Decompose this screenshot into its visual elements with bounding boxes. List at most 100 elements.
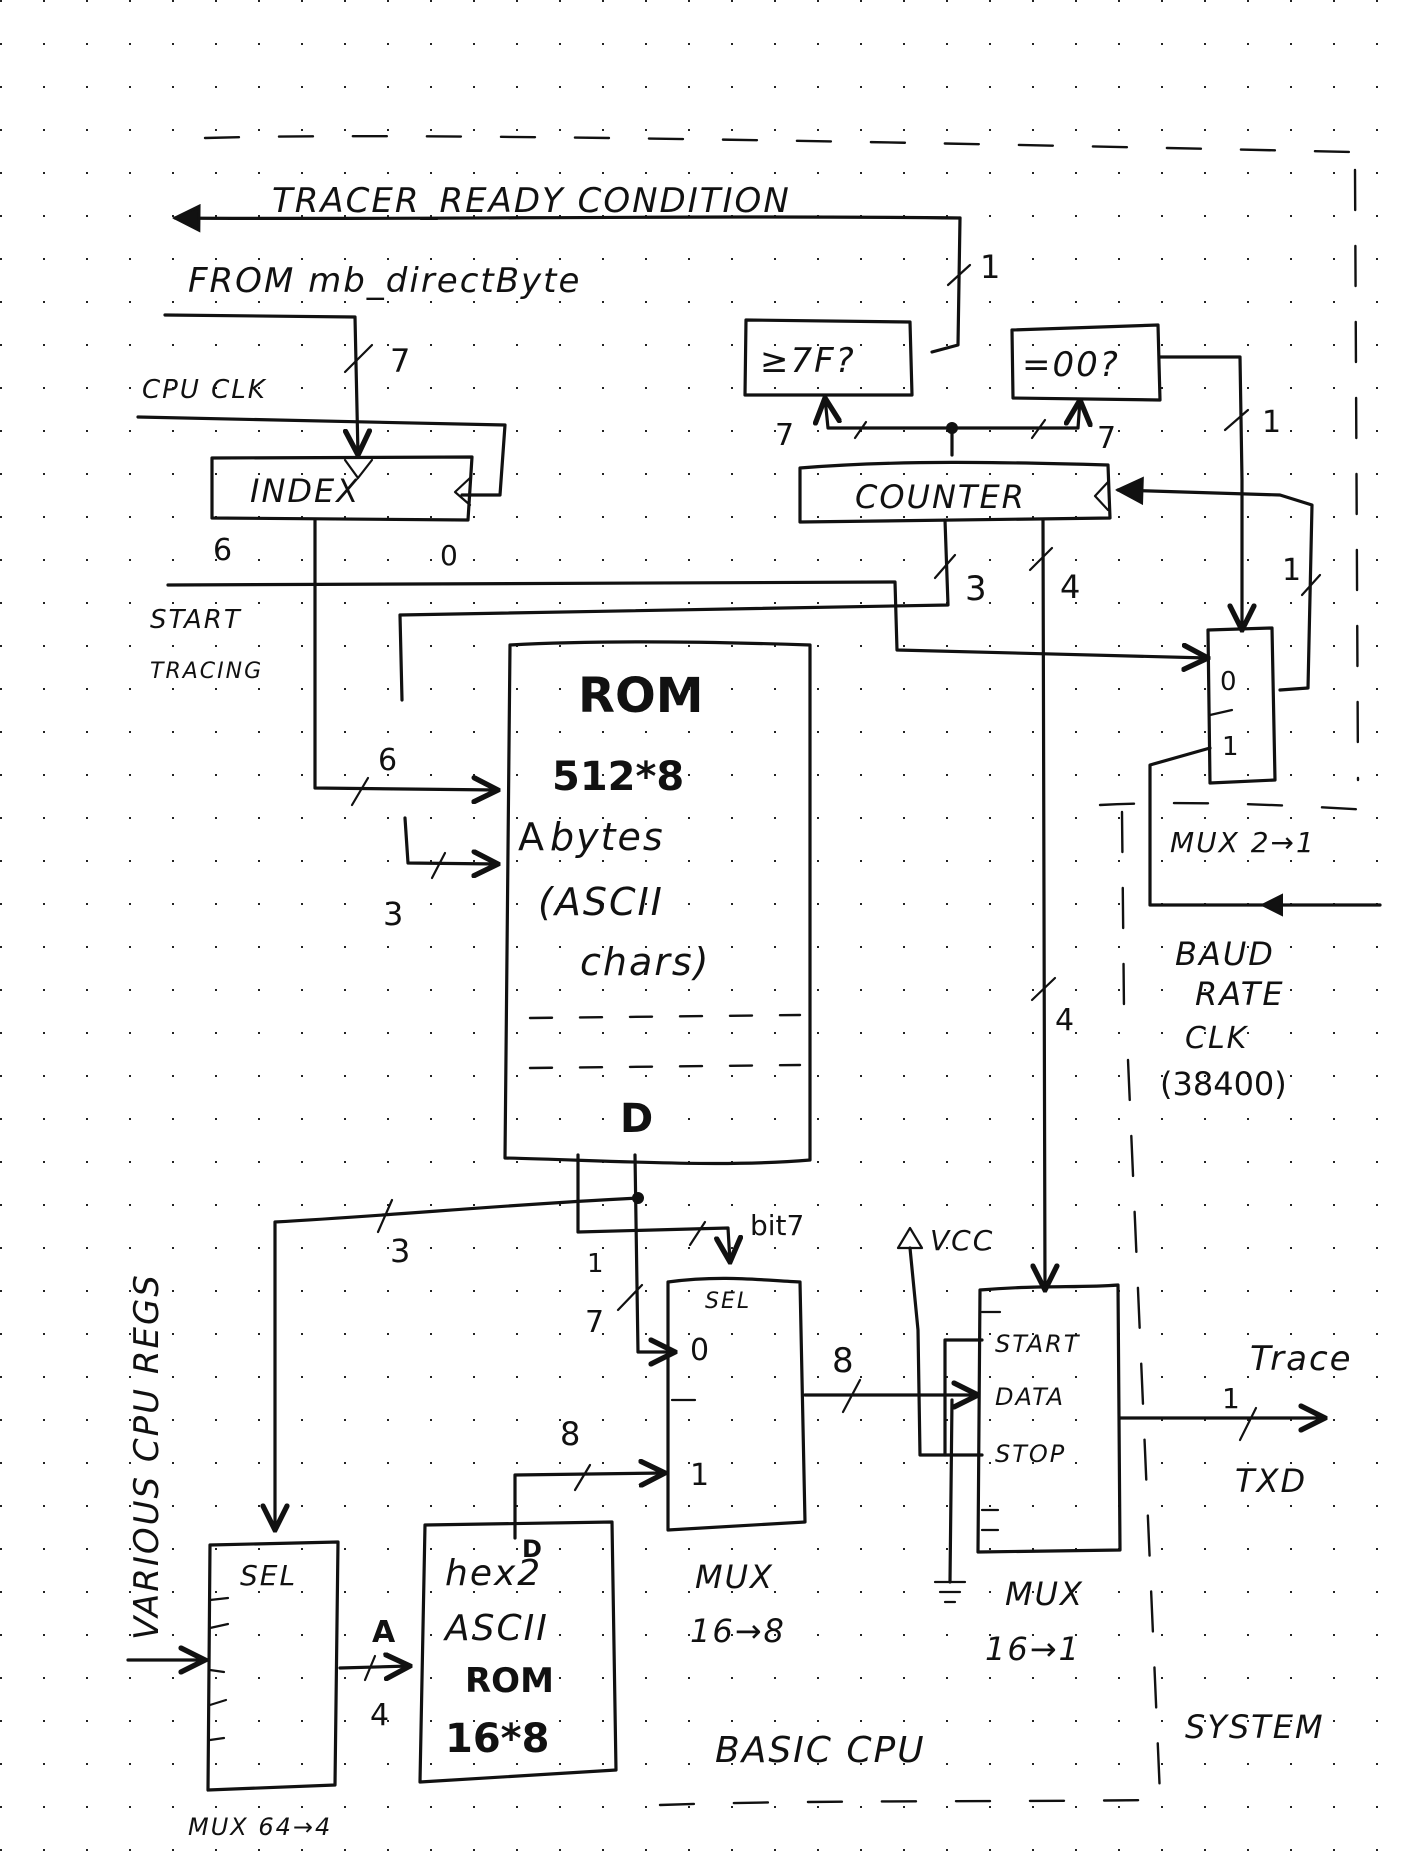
mux-2-to-1: 0 1 MUX 2→1 bbox=[1170, 626, 1316, 859]
tracer-ready-label: TRACER_READY CONDITION bbox=[272, 181, 791, 221]
counter-register: COUNTER bbox=[798, 460, 1112, 524]
cmp00-out-width: 1 bbox=[1262, 405, 1281, 440]
mux21-fb-width: 1 bbox=[1282, 553, 1301, 588]
compare-00: =00? 7 bbox=[1010, 323, 1162, 456]
rom-d-low-width: 7 bbox=[585, 1305, 604, 1340]
trace-label: Trace bbox=[1250, 1339, 1353, 1379]
rom-addr-lo-width: 3 bbox=[383, 895, 403, 933]
baud-line-2: RATE bbox=[1195, 975, 1285, 1013]
hex-line-4: 16*8 bbox=[445, 1716, 549, 1762]
cpu-clk-label: CPU CLK bbox=[142, 375, 267, 405]
cpu-clk-line bbox=[136, 415, 507, 497]
counter-4bit-bus bbox=[1043, 518, 1045, 1290]
baud-rate-clk-label: BAUD RATE CLK (38400) bbox=[1160, 935, 1287, 1103]
mux21-label: MUX 2→1 bbox=[1170, 826, 1316, 859]
mb-direct-width: 7 bbox=[390, 342, 410, 380]
various-cpu-regs-label: VARIOUS CPU REGS bbox=[127, 1273, 167, 1640]
start-tracing-line2: TRACING bbox=[150, 659, 263, 684]
index-bit-lo: 0 bbox=[440, 539, 458, 572]
counter-to-mux161-width: 4 bbox=[1055, 1003, 1074, 1038]
mux161-start: START bbox=[995, 1330, 1081, 1358]
ground-symbol bbox=[933, 1398, 967, 1604]
hex-line-1: hex2 bbox=[445, 1553, 542, 1594]
tracer-ready-signal: TRACER_READY CONDITION 1 bbox=[175, 181, 1000, 354]
counter-4-width: 4 bbox=[1060, 568, 1080, 606]
rom-size: 512*8 bbox=[552, 754, 684, 800]
vcc-label: VCC bbox=[930, 1224, 994, 1257]
mb-direct-bus bbox=[163, 313, 358, 455]
baud-arrow-head bbox=[1259, 893, 1283, 917]
index-to-rom-bus bbox=[313, 518, 498, 790]
rom-title: ROM bbox=[578, 668, 704, 724]
mux644-sel: SEL bbox=[240, 1559, 297, 1592]
mux168-label-1: MUX bbox=[695, 1558, 774, 1596]
bit7-label: bit7 bbox=[750, 1209, 804, 1242]
baud-line-4: (38400) bbox=[1160, 1065, 1287, 1103]
mux161-label-2: 16→1 bbox=[985, 1630, 1081, 1668]
mux168-sel: SEL bbox=[705, 1289, 751, 1314]
hex-line-2: ASCII bbox=[443, 1608, 549, 1649]
compare-00-label: =00? bbox=[1022, 345, 1120, 385]
rom-512x8: ROM 512*8 A bytes (ASCII chars) D bbox=[503, 640, 812, 1166]
cmp00-in-width: 7 bbox=[1097, 421, 1116, 456]
mux21-to-counter-clk bbox=[1118, 490, 1314, 692]
start-tracing-line1: START bbox=[150, 605, 242, 635]
hex-to-mux168-bus bbox=[513, 1473, 665, 1540]
system-label: SYSTEM bbox=[1185, 1708, 1325, 1746]
hex-line-3: ROM bbox=[465, 1661, 554, 1701]
rom-desc-2: (ASCII bbox=[538, 880, 664, 924]
regs-sel-width: 3 bbox=[390, 1232, 410, 1270]
basic-cpu-label: BASIC CPU bbox=[715, 1730, 926, 1771]
compare-7f: ≥7F? 7 bbox=[743, 318, 914, 453]
mux21-in1: 1 bbox=[1222, 732, 1239, 762]
rom-data-port: D bbox=[620, 1096, 653, 1142]
mux168-in0: 0 bbox=[690, 1333, 709, 1368]
rom-desc-1: bytes bbox=[550, 815, 665, 859]
counter-to-rom-lo bbox=[403, 816, 498, 864]
rom-addr-port: A bbox=[518, 815, 544, 859]
txd-label: TXD bbox=[1235, 1462, 1307, 1500]
rom-desc-3: chars) bbox=[580, 940, 711, 984]
mux161-stop: STOP bbox=[995, 1440, 1066, 1468]
mux-16-to-1: START DATA STOP MUX 16→1 bbox=[976, 1283, 1122, 1668]
cmp00-to-mux21 bbox=[1158, 355, 1242, 630]
rom-bit7-to-sel bbox=[576, 1153, 730, 1262]
rom-addr-hi-width: 6 bbox=[378, 743, 397, 778]
vcc-source: VCC bbox=[896, 1224, 994, 1457]
index-register: INDEX 6 0 bbox=[210, 455, 474, 572]
regs-sel-bus bbox=[275, 1196, 640, 1530]
mux21-in0: 0 bbox=[1220, 667, 1237, 697]
mux644-out-width: 4 bbox=[370, 1698, 389, 1733]
basic-cpu-boundary bbox=[203, 134, 1372, 1807]
mux644-to-hex-bus bbox=[338, 1666, 410, 1668]
hex-data-port: D bbox=[522, 1535, 542, 1563]
mux161-data: DATA bbox=[995, 1383, 1065, 1411]
hex2ascii-rom: D hex2 ASCII ROM 16*8 bbox=[418, 1520, 618, 1784]
mux644-label: MUX 64→4 bbox=[188, 1813, 332, 1841]
mux168-label-2: 16→8 bbox=[690, 1612, 786, 1650]
counter-3-width: 3 bbox=[965, 569, 987, 609]
index-label: INDEX bbox=[250, 472, 360, 510]
baud-line-1: BAUD bbox=[1175, 935, 1275, 973]
mux168-out-width: 8 bbox=[832, 1341, 854, 1381]
cmp7f-in-width: 7 bbox=[775, 418, 794, 453]
tracer-ready-width: 1 bbox=[980, 248, 1000, 286]
compare-7f-label: ≥7F? bbox=[760, 341, 856, 381]
mux-16-to-8: SEL 0 1 MUX 16→8 bbox=[666, 1276, 807, 1650]
txd-width: 1 bbox=[1222, 1382, 1240, 1415]
counter-label: COUNTER bbox=[855, 478, 1026, 516]
counter-3bit-bus bbox=[398, 518, 950, 702]
rom-d-bit-width: 1 bbox=[587, 1249, 604, 1279]
start-tracing-line bbox=[166, 580, 1208, 658]
mux-64-to-4: SEL MUX 64→4 bbox=[188, 1540, 340, 1841]
hex-out-width: 8 bbox=[560, 1415, 580, 1453]
rom-low7-to-mux bbox=[633, 1153, 675, 1352]
mux161-label-1: MUX bbox=[1005, 1575, 1084, 1613]
hex-addr-port: A bbox=[372, 1615, 396, 1650]
from-mb-label: FROM mb_directByte bbox=[188, 261, 581, 301]
mux168-in1: 1 bbox=[690, 1458, 709, 1493]
baud-line-3: CLK bbox=[1185, 1021, 1249, 1056]
